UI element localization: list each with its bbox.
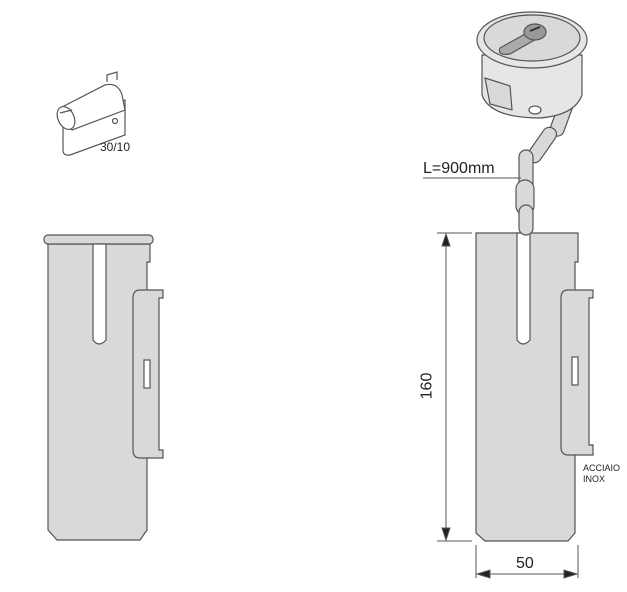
material-line-2: INOX xyxy=(583,474,606,484)
ground-socket-right xyxy=(475,232,594,542)
width-dimension-label: 50 xyxy=(516,555,534,572)
chain-icon xyxy=(515,95,575,236)
chain-length-label: L=900mm xyxy=(423,160,495,177)
ground-socket-left xyxy=(43,234,164,541)
material-line-1: ACCIAIO xyxy=(583,463,621,473)
cylinder-size-label: 30/10 xyxy=(100,140,131,154)
width-dimension-line xyxy=(475,545,579,579)
lock-cap-icon xyxy=(476,11,588,119)
height-dimension-label: 160 xyxy=(418,372,436,400)
euro-cylinder-icon xyxy=(56,71,126,156)
height-dimension-line xyxy=(437,232,472,542)
material-label: ACCIAIO INOX xyxy=(583,463,620,485)
